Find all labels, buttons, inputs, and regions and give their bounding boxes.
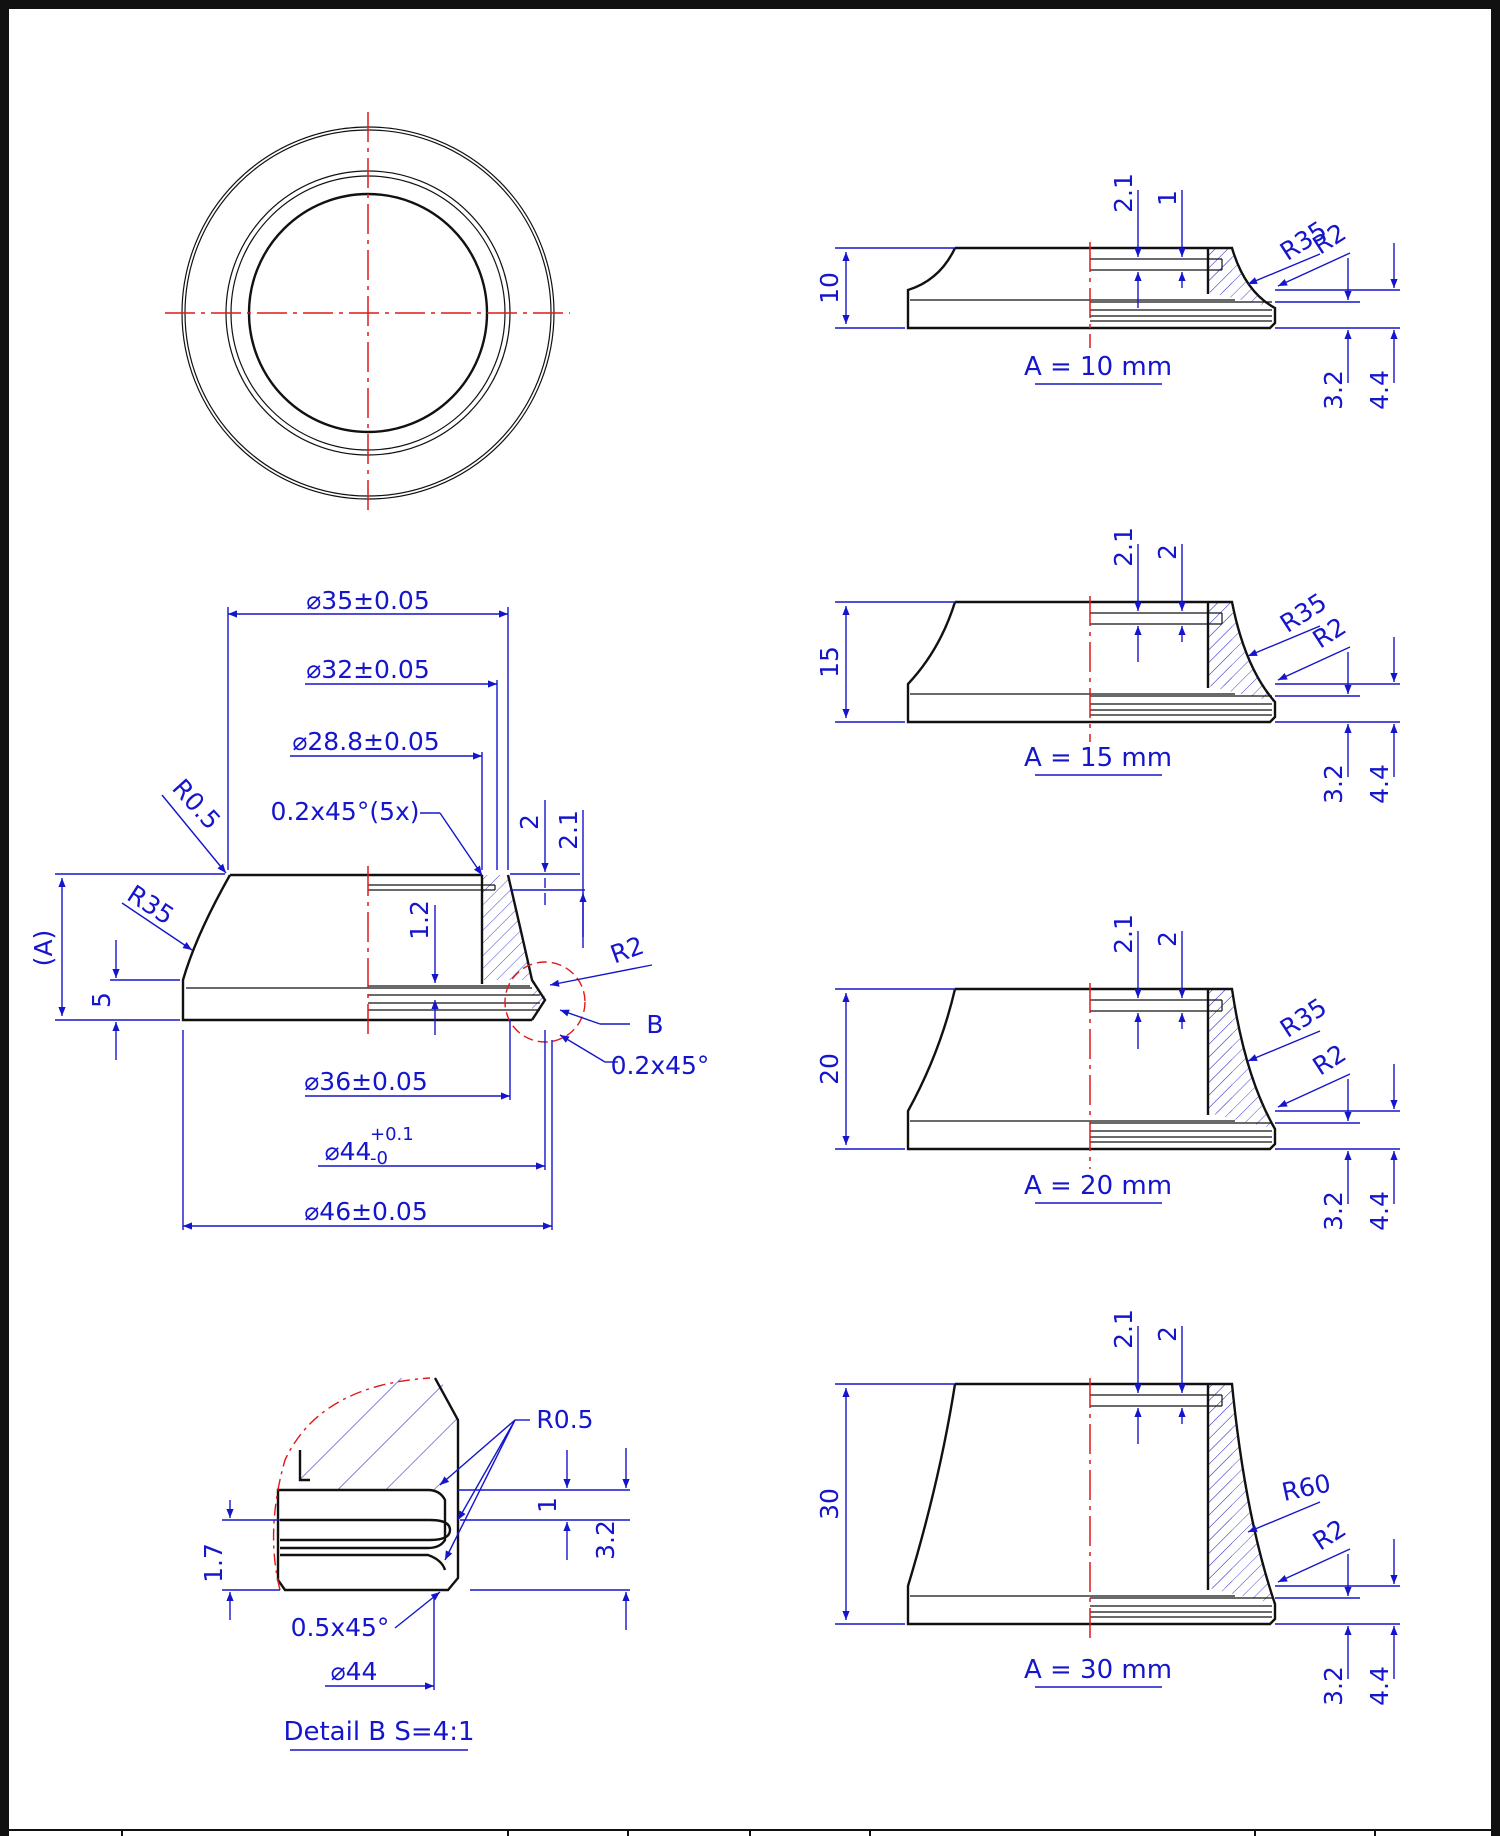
height-a-label: (A) bbox=[29, 930, 58, 967]
variant-caption: A = 30 mm bbox=[1024, 1655, 1172, 1685]
height-5-dimension: 5 bbox=[87, 992, 116, 1008]
variant-slot-dimension: 2.1 bbox=[1109, 527, 1138, 567]
detail-r0-5-label: R0.5 bbox=[536, 1405, 593, 1434]
diameter-32-dimension: ⌀32±0.05 bbox=[306, 655, 429, 684]
diameter-44-lower-tolerance: -0 bbox=[370, 1148, 388, 1169]
height-1-2-dimension: 1.2 bbox=[405, 900, 434, 940]
variant-radius-bottom: R2 bbox=[1308, 1039, 1352, 1081]
chamfer-5x-label: 0.2x45°(5x) bbox=[270, 797, 419, 826]
variant-slot-dimension: 2.1 bbox=[1109, 173, 1138, 213]
variant-dim-3-2: 3.2 bbox=[1319, 764, 1348, 804]
section-view: ⌀35±0.05 ⌀32±0.05 ⌀28.8±0.05 0.2x45°(5x)… bbox=[29, 586, 709, 1230]
variant-outline bbox=[906, 600, 1277, 724]
variant-slot-dimension: 2.1 bbox=[1109, 1309, 1138, 1349]
detail-3-2-dimension: 3.2 bbox=[591, 1520, 620, 1560]
diameter-44-dimension: ⌀44 bbox=[325, 1137, 372, 1166]
hatch-region bbox=[1208, 248, 1275, 308]
hatch-region bbox=[1208, 602, 1275, 702]
variant-outline bbox=[906, 1382, 1277, 1626]
chamfer-b-label: 0.2x45° bbox=[611, 1051, 710, 1080]
variant-dim-4-4: 4.4 bbox=[1365, 764, 1394, 804]
detail-diameter-44-dimension: ⌀44 bbox=[331, 1657, 378, 1686]
variant-dim-4-4: 4.4 bbox=[1365, 370, 1394, 410]
detail-b-title: Detail B S=4:1 bbox=[283, 1717, 474, 1747]
detail-b-view: R0.5 1 3.2 1.7 0.5x45° ⌀44 Detail B S=4:… bbox=[199, 1377, 630, 1751]
variant-dim-4-4: 4.4 bbox=[1365, 1191, 1394, 1231]
variant-dim-4-4: 4.4 bbox=[1365, 1666, 1394, 1706]
diameter-28-8-dimension: ⌀28.8±0.05 bbox=[292, 727, 439, 756]
variant-outline bbox=[906, 246, 1277, 330]
variant-radius-top: R35 bbox=[1275, 992, 1332, 1043]
variant-radius-bottom: R2 bbox=[1308, 1514, 1352, 1556]
slot-2-1-dimension: 2.1 bbox=[554, 810, 583, 850]
detail-1-7-dimension: 1.7 bbox=[199, 1543, 228, 1583]
variant-caption: A = 20 mm bbox=[1024, 1171, 1172, 1201]
variant-radius-top: R60 bbox=[1279, 1468, 1333, 1507]
variant-height-dimension: 20 bbox=[815, 1053, 844, 1085]
variant-slot-dimension: 1 bbox=[1153, 190, 1182, 206]
detail-1-dimension: 1 bbox=[533, 1497, 562, 1513]
variant-height-dimension: 30 bbox=[815, 1488, 844, 1520]
variant-slot-dimension: 2 bbox=[1153, 931, 1182, 947]
r2-label: R2 bbox=[606, 931, 647, 970]
variant-height-dimension: 15 bbox=[815, 646, 844, 678]
diameter-44-upper-tolerance: +0.1 bbox=[370, 1124, 414, 1145]
detail-b-reference: B bbox=[646, 1010, 663, 1039]
variant-dim-3-2: 3.2 bbox=[1319, 1191, 1348, 1231]
r0-5-label: R0.5 bbox=[166, 773, 226, 835]
variant-dim-3-2: 3.2 bbox=[1319, 370, 1348, 410]
variant-dim-3-2: 3.2 bbox=[1319, 1666, 1348, 1706]
variant-outline bbox=[906, 987, 1277, 1151]
variant-slot-dimension: 2 bbox=[1153, 1326, 1182, 1342]
detail-chamfer-label: 0.5x45° bbox=[291, 1613, 390, 1642]
diameter-36-dimension: ⌀36±0.05 bbox=[304, 1067, 427, 1096]
variant-caption: A = 15 mm bbox=[1024, 743, 1172, 773]
diameter-35-dimension: ⌀35±0.05 bbox=[306, 586, 429, 615]
variant-caption: A = 10 mm bbox=[1024, 352, 1172, 382]
slot-2-dimension: 2 bbox=[515, 814, 544, 830]
variant-height-dimension: 10 bbox=[815, 272, 844, 304]
diameter-46-dimension: ⌀46±0.05 bbox=[304, 1197, 427, 1226]
variant-slot-dimension: 2.1 bbox=[1109, 914, 1138, 954]
top-view bbox=[165, 112, 570, 515]
variant-slot-dimension: 2 bbox=[1153, 544, 1182, 560]
